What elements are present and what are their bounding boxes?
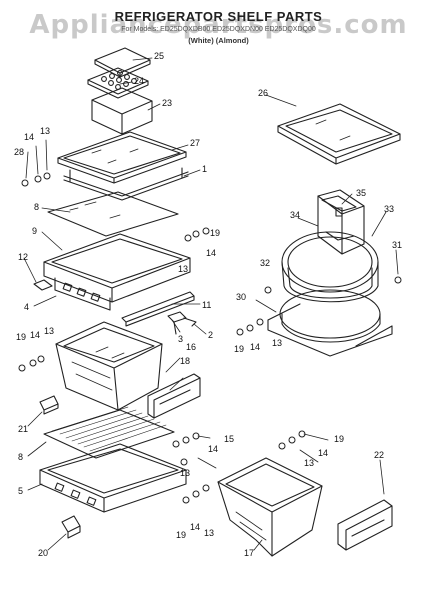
part-16-upper-crisper xyxy=(55,321,163,411)
fasteners xyxy=(18,172,402,504)
label-30: 30 xyxy=(236,292,246,302)
watermark-text: Appliancepartspros.com xyxy=(29,10,408,40)
label-28: 28 xyxy=(14,147,24,157)
label-18: 18 xyxy=(180,356,190,366)
label-15: 15 xyxy=(224,434,234,444)
label-19b: 19 xyxy=(16,332,26,342)
label-22: 22 xyxy=(374,450,384,460)
label-26: 26 xyxy=(258,88,268,98)
models-line: For Models: ED25DQXDB00 ED25DQXDN00 ED25… xyxy=(121,26,316,33)
label-13d: 13 xyxy=(180,468,190,478)
label-14f: 14 xyxy=(250,342,260,352)
label-14e: 14 xyxy=(190,522,200,532)
label-34: 34 xyxy=(290,210,300,220)
label-19c: 19 xyxy=(176,530,186,540)
part-11-slide-rail xyxy=(121,291,197,335)
label-21: 21 xyxy=(18,424,28,434)
label-5: 5 xyxy=(18,486,23,496)
label-3: 3 xyxy=(178,334,183,344)
label-11: 11 xyxy=(202,300,211,310)
part-20-clip xyxy=(61,515,81,539)
label-13g: 13 xyxy=(304,458,314,468)
label-4: 4 xyxy=(24,302,29,312)
part-35-bracket xyxy=(317,189,365,255)
label-20: 20 xyxy=(38,548,48,558)
part-8-glass-upper xyxy=(47,191,179,237)
label-13f: 13 xyxy=(272,338,282,348)
label-13c: 13 xyxy=(44,326,54,336)
label-31: 31 xyxy=(392,240,402,250)
variants-line: (White) (Almond) xyxy=(188,36,249,45)
label-33: 33 xyxy=(384,204,394,214)
part-17-lower-bin xyxy=(217,457,323,557)
label-8b: 8 xyxy=(18,452,23,462)
part-22-drawer-front xyxy=(337,499,393,551)
label-16: 16 xyxy=(186,342,196,352)
label-14a: 14 xyxy=(24,132,34,142)
label-24: 24 xyxy=(134,76,144,86)
label-19d: 19 xyxy=(234,344,244,354)
label-14g: 14 xyxy=(318,448,328,458)
leader-lines xyxy=(23,57,399,551)
label-14b: 14 xyxy=(206,248,216,258)
label-8a: 8 xyxy=(34,202,39,212)
label-12: 12 xyxy=(18,252,28,262)
part-33-round-bin xyxy=(281,231,379,303)
part-27-upper-shelf xyxy=(57,131,189,201)
label-17: 17 xyxy=(244,548,254,558)
label-13e: 13 xyxy=(204,528,214,538)
part-23-egg-bin xyxy=(91,87,153,135)
label-9: 9 xyxy=(32,226,37,236)
part-18-drawer-front xyxy=(147,373,201,419)
label-2: 2 xyxy=(208,330,213,340)
label-32: 32 xyxy=(260,258,270,268)
label-1: 1 xyxy=(202,164,207,174)
part-30-bin-base xyxy=(267,289,393,357)
part-5-lower-cover-frame xyxy=(39,443,187,513)
label-25: 25 xyxy=(154,51,164,61)
part-labels: 25 24 23 27 1 14 13 28 8 9 19 14 13 12 4… xyxy=(14,51,402,558)
part-8-glass-lower xyxy=(43,406,175,459)
label-13b: 13 xyxy=(178,264,188,274)
part-26-right-shelf xyxy=(277,103,401,165)
label-14d: 14 xyxy=(208,444,218,454)
part-9-crisper-cover-frame xyxy=(33,233,191,311)
part-21-clip xyxy=(39,395,59,415)
label-19a: 19 xyxy=(210,228,220,238)
label-19e: 19 xyxy=(334,434,344,444)
label-27: 27 xyxy=(190,138,200,148)
part-24-egg-tray xyxy=(87,67,149,99)
diagram-title: REFRIGERATOR SHELF PARTS xyxy=(114,9,323,24)
label-13a: 13 xyxy=(40,126,50,136)
label-35: 35 xyxy=(356,188,366,198)
label-14c: 14 xyxy=(30,330,40,340)
label-23: 23 xyxy=(162,98,172,108)
